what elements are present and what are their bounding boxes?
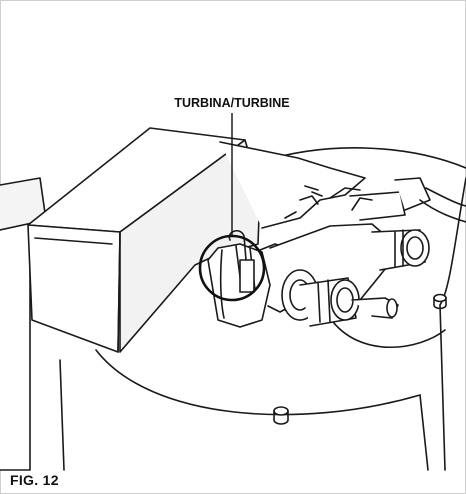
cover-clips	[284, 187, 373, 219]
callout-label: TURBINA/TURBINE	[174, 96, 289, 110]
screw-bottom	[273, 406, 289, 425]
figure-caption: FIG. 12	[10, 472, 59, 488]
valve-head-shell	[219, 141, 366, 229]
turbine-assembly	[207, 229, 303, 328]
upper-fitting	[349, 177, 466, 271]
valve-head-housing	[27, 127, 261, 353]
lower-fitting	[299, 277, 399, 327]
screw-right	[433, 293, 447, 310]
